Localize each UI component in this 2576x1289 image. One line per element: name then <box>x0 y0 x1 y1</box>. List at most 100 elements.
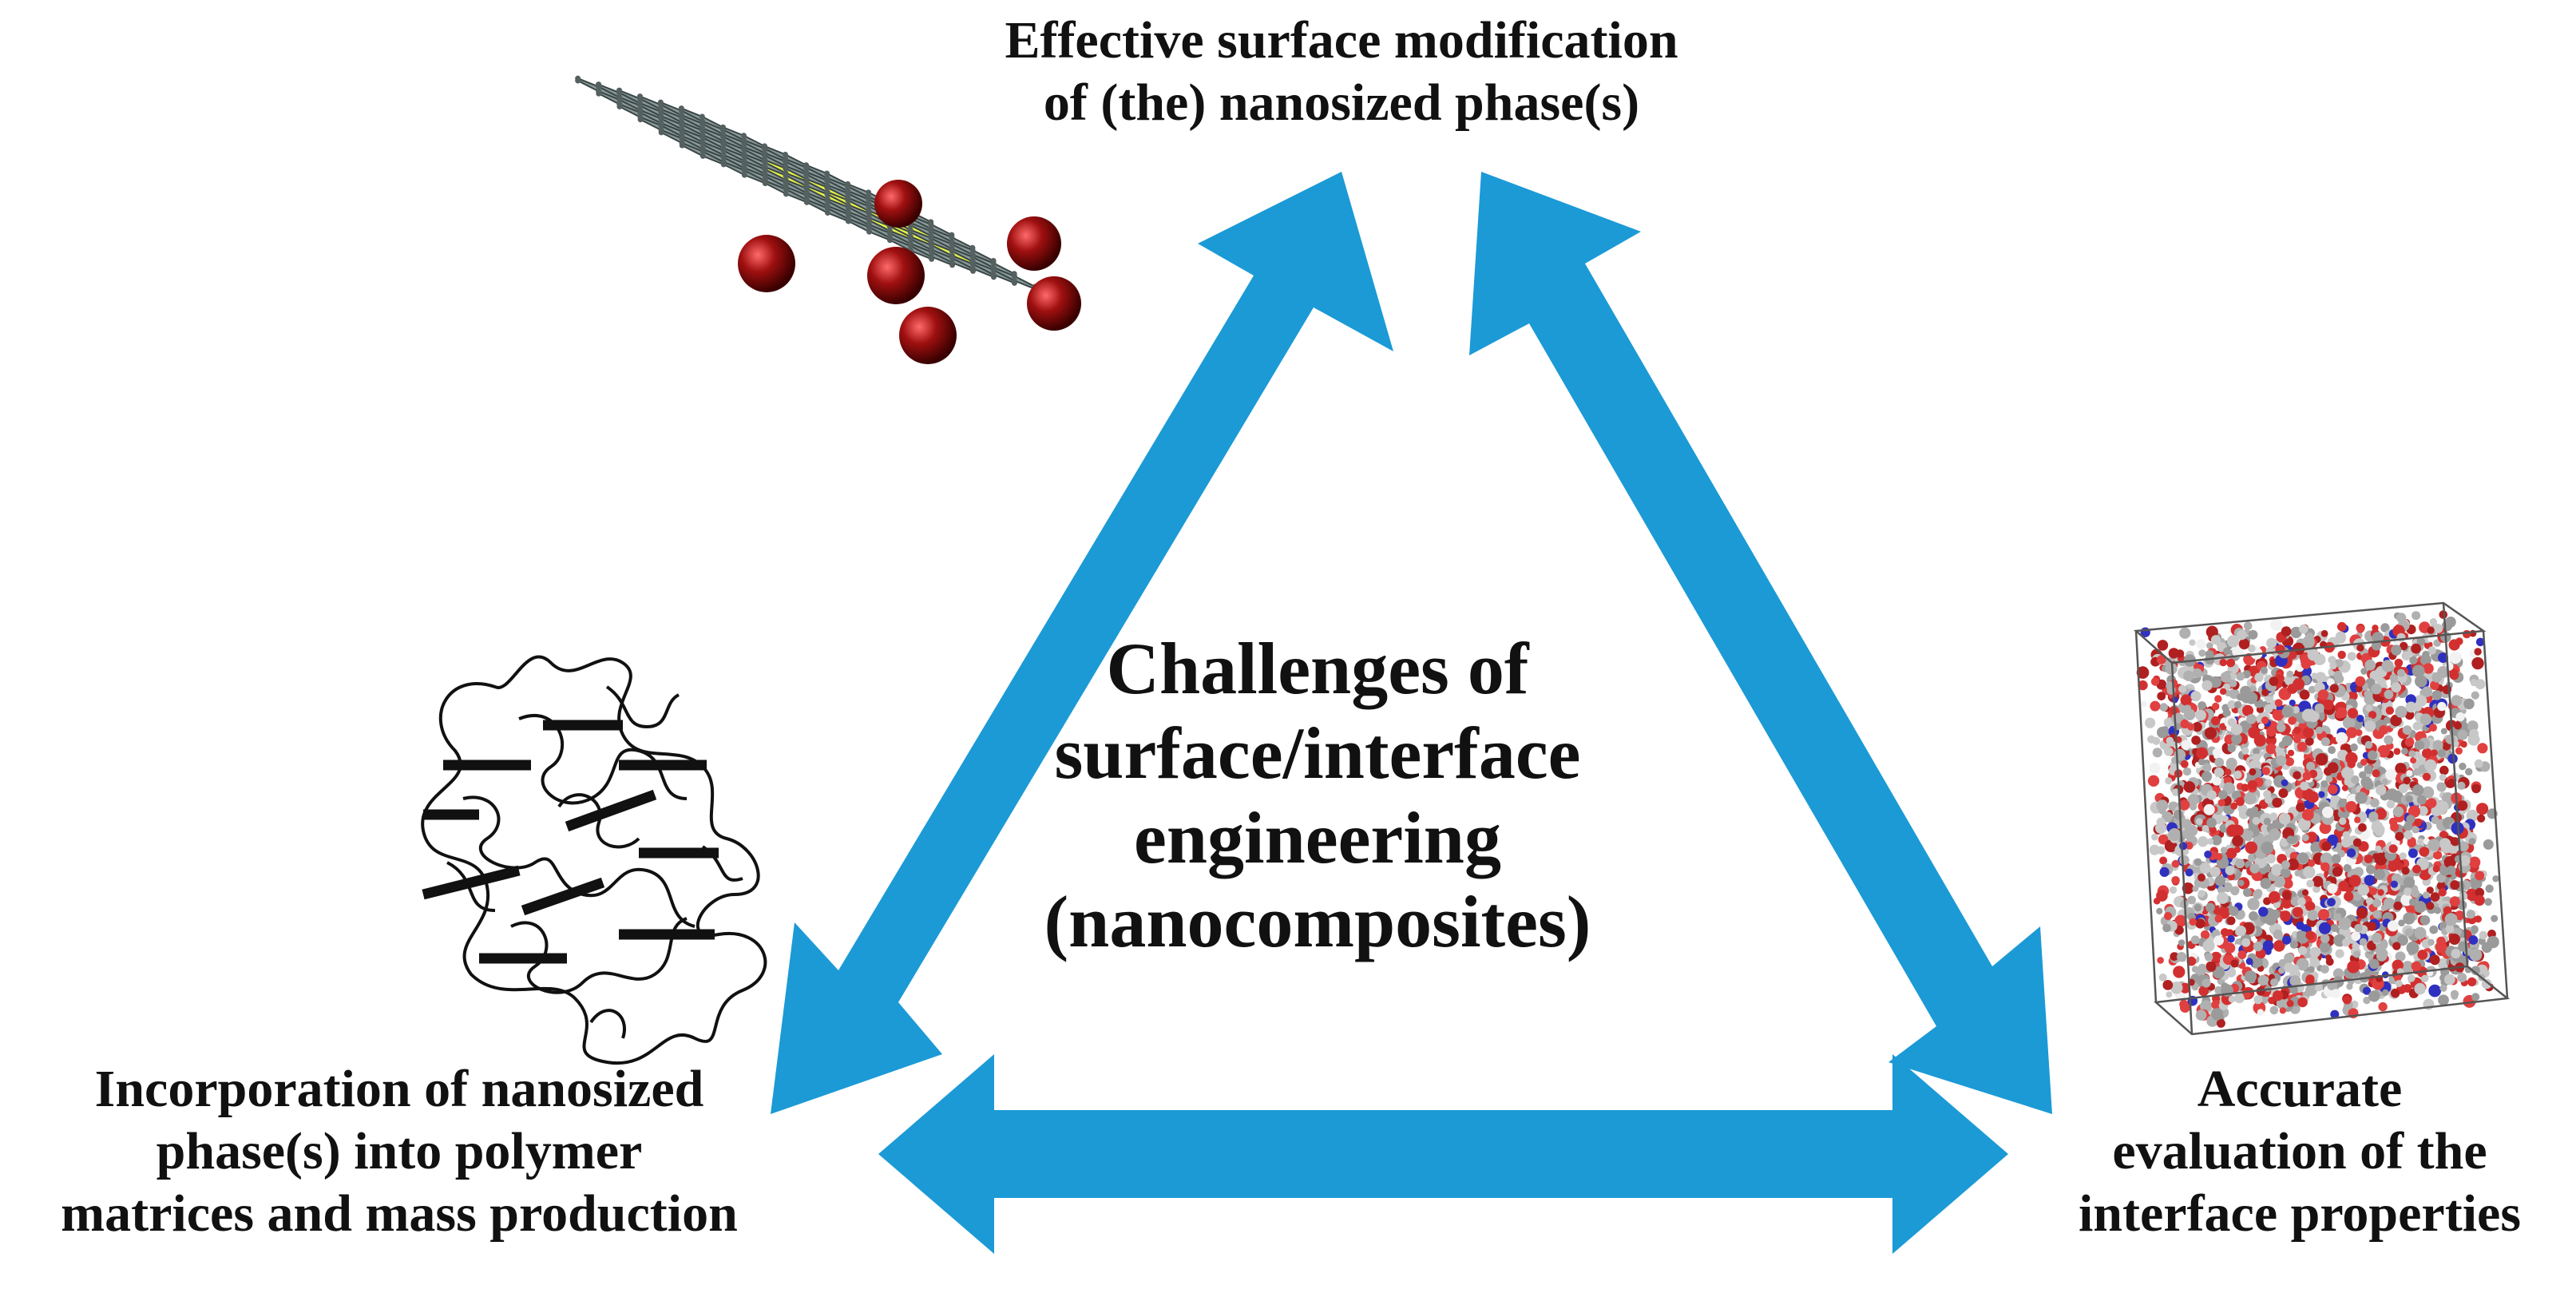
molecular-atom <box>2216 1018 2225 1028</box>
molecular-atom <box>2206 642 2213 649</box>
molecular-atom <box>2276 723 2286 732</box>
molecular-atom <box>2289 986 2298 994</box>
molecular-atom <box>2241 938 2251 947</box>
molecular-atom <box>2370 798 2380 807</box>
molecular-atom <box>2305 901 2316 912</box>
molecular-atom <box>2226 658 2236 668</box>
molecular-atom <box>2404 710 2415 720</box>
molecular-atom <box>2157 692 2166 700</box>
molecular-atom <box>2339 817 2347 825</box>
molecular-atom <box>2138 680 2148 691</box>
molecular-atom <box>2471 691 2479 700</box>
molecular-atom <box>2179 999 2189 1009</box>
molecular-atom <box>2235 859 2245 869</box>
molecular-atom <box>2446 865 2456 875</box>
molecular-atom <box>2297 852 2309 864</box>
molecular-atom <box>2372 769 2380 778</box>
molecular-atom <box>2177 952 2187 962</box>
molecular-atom <box>2327 762 2339 774</box>
molecular-atom <box>2282 935 2292 945</box>
molecular-atom <box>2185 842 2194 850</box>
molecular-atom <box>2243 621 2253 630</box>
molecular-atom <box>2475 679 2486 690</box>
molecular-atom <box>2273 990 2284 1001</box>
graphene-carbon-atom <box>783 191 789 197</box>
molecular-atom <box>2325 954 2332 962</box>
molecular-atom <box>2416 795 2427 805</box>
molecular-atom <box>2328 784 2338 795</box>
molecular-atom <box>2354 923 2363 933</box>
molecular-atom <box>2438 652 2448 663</box>
molecular-atom <box>2347 652 2356 661</box>
molecular-atom <box>2249 768 2257 775</box>
molecular-atom <box>2467 977 2477 987</box>
molecular-atom <box>2395 980 2403 987</box>
molecular-atom <box>2391 644 2402 656</box>
molecular-atom <box>2170 982 2183 994</box>
molecular-atom <box>2408 898 2417 906</box>
molecular-atom <box>2258 906 2269 917</box>
graphene-carbon-atom <box>949 239 955 245</box>
molecular-atom <box>2434 906 2441 914</box>
molecular-atom <box>2451 837 2459 847</box>
molecular-atom <box>2210 635 2221 645</box>
molecular-atom <box>2158 973 2167 982</box>
molecular-atom <box>2318 922 2332 934</box>
molecular-atom <box>2257 1009 2264 1016</box>
graphene-carbon-atom <box>596 81 602 88</box>
molecular-atom <box>2225 757 2237 769</box>
molecular-atom <box>2449 896 2460 907</box>
graphene-carbon-atom <box>679 140 685 146</box>
molecular-atom <box>2196 747 2209 760</box>
graphene-carbon-atom <box>699 139 706 145</box>
molecular-atom <box>2227 700 2237 709</box>
molecular-atom <box>2252 816 2261 825</box>
graphene-carbon-atom <box>824 203 830 209</box>
molecular-atom <box>2457 800 2468 811</box>
molecular-atom <box>2346 727 2357 739</box>
molecular-atom <box>2475 887 2485 898</box>
molecular-atom <box>2431 749 2438 756</box>
molecular-atom <box>2391 682 2402 693</box>
molecular-atom <box>2170 952 2179 962</box>
molecular-atom <box>2206 817 2217 828</box>
molecular-atom <box>2346 848 2356 858</box>
molecular-atom <box>2301 708 2315 722</box>
molecular-atom <box>2221 815 2229 823</box>
molecular-atom <box>2228 995 2236 1003</box>
molecular-atom <box>2196 639 2206 649</box>
graphene-carbon-atom <box>699 146 706 153</box>
functional-group-atom <box>899 307 957 364</box>
molecular-atom <box>2158 834 2169 845</box>
molecular-atom <box>2427 626 2435 634</box>
molecular-atom <box>2273 929 2283 940</box>
molecular-atom <box>2147 775 2160 787</box>
molecular-atom <box>2435 941 2447 954</box>
molecular-atom <box>2183 781 2196 793</box>
molecular-atom <box>2257 974 2269 986</box>
molecular-atom <box>2450 990 2459 998</box>
molecular-atom <box>2343 716 2356 729</box>
molecular-atom <box>2466 910 2475 919</box>
molecular-atom <box>2286 835 2295 844</box>
molecular-atom <box>2343 863 2352 873</box>
molecular-atom <box>2215 853 2223 861</box>
molecular-atom <box>2262 940 2274 952</box>
molecular-atom <box>2298 946 2308 955</box>
graphene-carbon-atom <box>637 114 644 121</box>
molecular-atom <box>2201 771 2213 782</box>
graphene-carbon-atom <box>699 113 705 120</box>
graphene-carbon-atom <box>762 150 768 157</box>
molecular-atom <box>2293 678 2305 691</box>
molecular-atom <box>2341 784 2348 791</box>
graphene-carbon-atom <box>824 182 830 188</box>
molecular-atom <box>2351 775 2360 784</box>
graphene-carbon-atom <box>658 106 664 113</box>
molecular-atom <box>2269 1005 2279 1015</box>
molecular-atom <box>2406 815 2415 824</box>
molecular-atom <box>2205 961 2217 972</box>
polymer-chain <box>421 655 767 1065</box>
molecular-atom <box>2257 723 2265 730</box>
graphene-carbon-atom <box>803 162 810 169</box>
